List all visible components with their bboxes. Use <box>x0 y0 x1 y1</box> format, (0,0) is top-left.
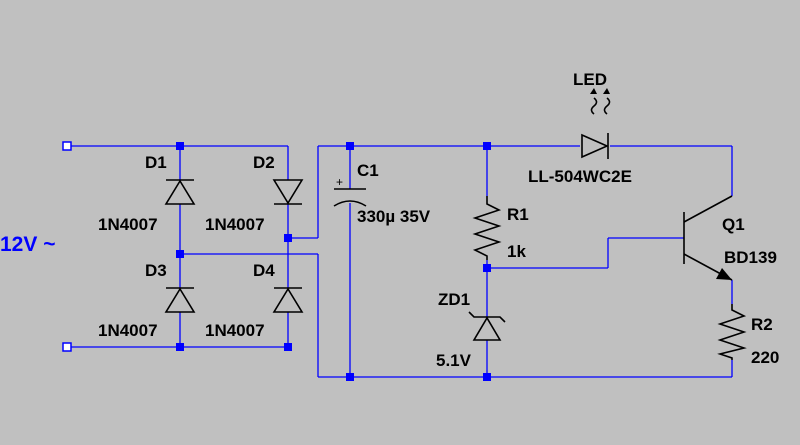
led-value-label: LL-504WC2E <box>528 167 632 186</box>
zd1-value-label: 5.1V <box>436 351 472 370</box>
led-symbol <box>581 133 609 159</box>
capacitor-c1-symbol <box>333 188 367 207</box>
ac-source-label: 12V ~ <box>0 233 55 256</box>
ac-input-port-top <box>62 141 72 151</box>
zd1-ref-label: ZD1 <box>438 290 470 309</box>
r1-ref-label: R1 <box>507 205 529 224</box>
d2-value-label: 1N4007 <box>205 215 265 234</box>
d4-ref-label: D4 <box>253 261 275 280</box>
q1-value-label: BD139 <box>724 248 777 267</box>
ac-input-port-bottom <box>62 342 72 352</box>
d2-ref-label: D2 <box>253 153 275 172</box>
d1-value-label: 1N4007 <box>98 215 158 234</box>
wires <box>67 145 733 378</box>
diode-d1-symbol <box>164 179 196 205</box>
r2-ref-label: R2 <box>751 315 773 334</box>
d3-value-label: 1N4007 <box>98 321 158 340</box>
diode-d4-symbol <box>272 287 304 313</box>
d1-ref-label: D1 <box>145 153 167 172</box>
q1-ref-label: Q1 <box>722 215 745 234</box>
c1-polarity-mark: + <box>336 175 343 189</box>
led-emission-arrows-icon <box>590 88 611 115</box>
diode-d3-symbol <box>164 287 196 313</box>
r1-value-label: 1k <box>507 242 526 261</box>
junction-dots <box>176 142 491 381</box>
resistor-r1-symbol <box>472 196 502 260</box>
transistor-q1-symbol <box>683 195 733 281</box>
c1-ref-label: C1 <box>357 161 379 180</box>
c1-value-label: 330µ 35V <box>357 207 431 226</box>
diode-d2-symbol <box>272 179 304 205</box>
zener-zd1-symbol <box>468 311 506 341</box>
d4-value-label: 1N4007 <box>205 321 265 340</box>
resistor-r2-symbol <box>717 304 747 360</box>
d3-ref-label: D3 <box>145 261 167 280</box>
led-ref-label: LED <box>573 70 607 89</box>
r2-value-label: 220 <box>751 348 779 367</box>
